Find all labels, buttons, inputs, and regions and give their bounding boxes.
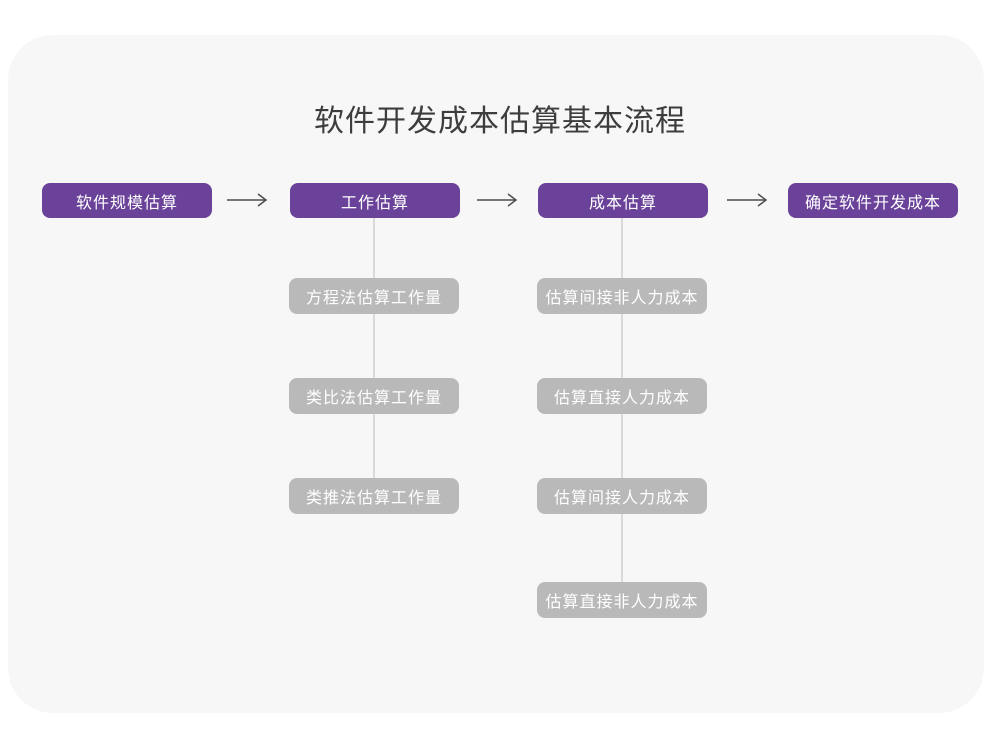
arrow-right-icon (727, 193, 768, 207)
work-substep-equation-method: 方程法估算工作量 (289, 278, 459, 314)
arrow-right-icon (227, 193, 268, 207)
cost-substep-direct-nonlabor: 估算直接非人力成本 (537, 582, 707, 618)
main-step-effort-estimation: 工作估算 (290, 183, 460, 218)
cost-substep-direct-labor: 估算直接人力成本 (537, 378, 707, 414)
cost-substep-indirect-labor: 估算间接人力成本 (537, 478, 707, 514)
work-substep-extrapolation-method: 类推法估算工作量 (289, 478, 459, 514)
main-step-scale-estimation: 软件规模估算 (42, 183, 212, 218)
cost-substep-indirect-nonlabor: 估算间接非人力成本 (537, 278, 707, 314)
work-substep-analogy-method: 类比法估算工作量 (289, 378, 459, 414)
main-step-cost-estimation: 成本估算 (538, 183, 708, 218)
connector-line-work-column (373, 218, 375, 496)
main-step-final-cost: 确定软件开发成本 (788, 183, 958, 218)
diagram-title: 软件开发成本估算基本流程 (314, 104, 686, 139)
arrow-right-icon (477, 193, 518, 207)
background-card (8, 35, 984, 713)
